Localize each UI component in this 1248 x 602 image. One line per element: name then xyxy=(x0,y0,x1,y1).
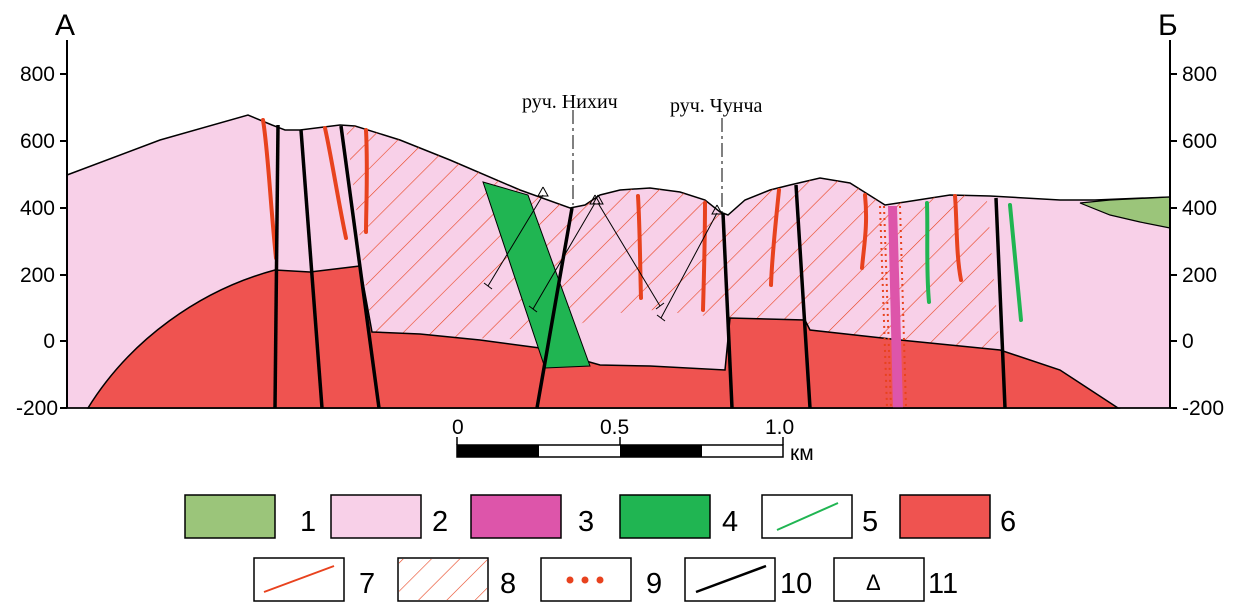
legend-swatch-6 xyxy=(899,494,991,539)
legend-number-7: 7 xyxy=(359,568,375,600)
y-tick-label-right: 800 xyxy=(1182,63,1217,86)
stream-label-chuncha: руч. Чунча xyxy=(670,95,763,117)
y-tick-label: 400 xyxy=(20,197,55,220)
y-tick-label-right: 600 xyxy=(1182,130,1217,153)
legend-swatch-3 xyxy=(470,494,562,539)
scale-bar xyxy=(456,437,784,458)
y-tick-label: 200 xyxy=(20,264,55,287)
drill-holes xyxy=(483,186,723,322)
y-tick-label-right: 400 xyxy=(1182,197,1217,220)
legend-swatch-4 xyxy=(619,494,711,539)
legend: 1 2 3 4 5 6 7 8 9 10 Δ 11 xyxy=(184,494,1016,602)
y-tick-label: 600 xyxy=(20,130,55,153)
legend-number-3: 3 xyxy=(578,506,594,538)
dike-unit-3 xyxy=(888,206,903,408)
legend-number-4: 4 xyxy=(722,506,738,538)
legend-number-6: 6 xyxy=(1000,506,1016,538)
y-tick-label-right: 0 xyxy=(1182,330,1194,353)
legend-number-5: 5 xyxy=(862,506,878,538)
legend-dot xyxy=(566,576,574,584)
scale-tick-0.5: 0.5 xyxy=(600,416,629,439)
legend-dot xyxy=(581,576,589,584)
scale-tick-1.0: 1.0 xyxy=(765,416,794,439)
dike-unit-4 xyxy=(482,181,591,369)
scale-tick-0: 0 xyxy=(452,416,464,439)
legend-swatch-11 xyxy=(833,557,925,602)
y-tick-label: 800 xyxy=(20,63,55,86)
legend-number-9: 9 xyxy=(646,568,662,600)
legend-swatch-1 xyxy=(184,494,276,539)
legend-number-10: 10 xyxy=(780,568,812,600)
legend-triangle-icon: Δ xyxy=(866,570,881,595)
stream-label-nikhich: руч. Нихич xyxy=(522,91,618,113)
label-a: А xyxy=(55,9,75,42)
green-veins xyxy=(925,201,1023,322)
right-axis xyxy=(1169,40,1177,409)
left-axis xyxy=(60,40,68,409)
legend-number-11: 11 xyxy=(928,568,958,600)
legend-number-8: 8 xyxy=(500,568,516,600)
stream-markers xyxy=(572,110,723,212)
legend-black-line xyxy=(695,564,767,594)
legend-dot xyxy=(596,576,604,584)
y-tick-label: 0 xyxy=(43,330,55,353)
faults xyxy=(273,124,1007,409)
label-b: Б xyxy=(1158,9,1178,42)
dotted-zone xyxy=(879,205,907,409)
legend-green-line xyxy=(776,502,839,531)
red-veins xyxy=(261,118,963,312)
legend-red-line xyxy=(263,565,335,593)
legend-hatch xyxy=(399,559,487,600)
scale-unit: км xyxy=(790,442,814,465)
y-tick-label-right: 200 xyxy=(1182,264,1217,287)
y-tick-label: -200 xyxy=(16,397,58,420)
legend-number-2: 2 xyxy=(432,506,448,538)
legend-number-1: 1 xyxy=(300,506,316,538)
legend-swatch-2 xyxy=(330,494,422,539)
y-tick-label-right: -200 xyxy=(1182,397,1224,420)
